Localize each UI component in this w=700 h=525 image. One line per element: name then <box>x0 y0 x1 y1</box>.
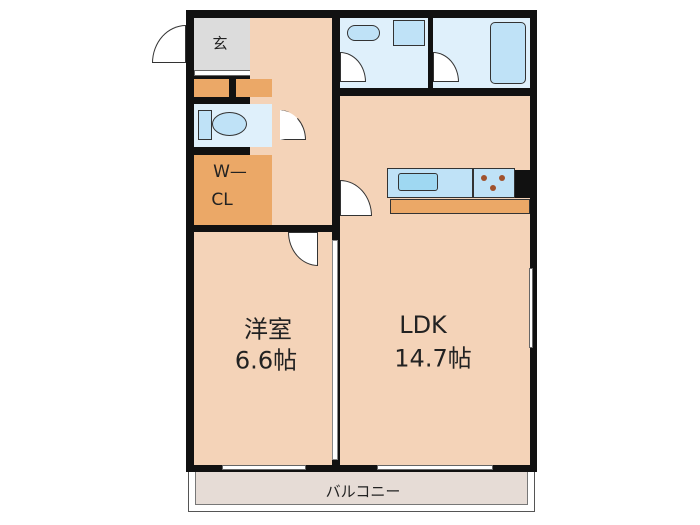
wic-label-1: W— <box>213 162 247 182</box>
sliding-partition[interactable] <box>332 240 338 460</box>
toilet-tank-icon <box>198 110 212 140</box>
bathtub-icon <box>490 22 526 84</box>
walk-in-closet <box>194 155 272 225</box>
balcony-label: バルコニー <box>325 482 401 501</box>
ldk-label: LDK <box>399 311 447 339</box>
sink-basin-icon <box>398 173 438 191</box>
fridge-space <box>515 170 530 198</box>
washing-machine-icon <box>393 20 425 46</box>
ldk-balcony-window[interactable] <box>377 465 493 470</box>
ldk-window[interactable] <box>529 268 533 348</box>
washbasin-icon <box>347 25 380 41</box>
western-window[interactable] <box>222 465 306 470</box>
balcony-floor <box>195 472 528 505</box>
kitchen-counter <box>390 199 530 214</box>
toilet-bowl-icon <box>212 112 247 136</box>
burner-icon <box>481 175 487 181</box>
wic-label-2: CL <box>211 190 233 210</box>
western-room <box>194 232 332 465</box>
western-room-label: 洋室 <box>244 315 292 344</box>
western-room-size: 6.6帖 <box>234 346 298 375</box>
burner-icon <box>499 175 505 181</box>
entrance-label: 玄 <box>212 34 228 53</box>
burner-icon <box>490 185 496 191</box>
front-door[interactable] <box>152 25 186 63</box>
ldk-size: 14.7帖 <box>394 344 472 373</box>
shoe-cabinet <box>194 79 229 97</box>
stove-icon <box>473 168 515 198</box>
entrance <box>194 18 250 70</box>
shoe-cabinet <box>236 79 272 97</box>
ldk-room <box>340 96 530 465</box>
